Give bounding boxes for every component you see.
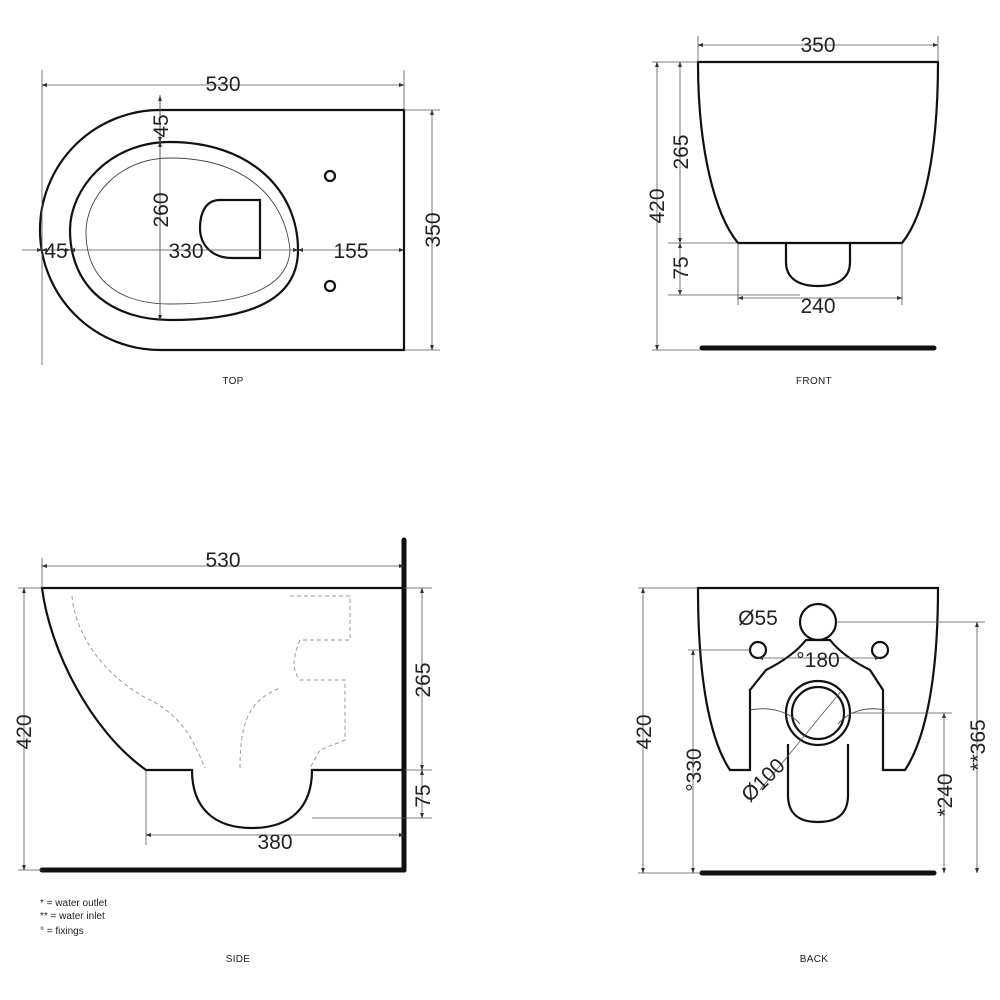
front-view-outlet [784,243,852,288]
top-view-bowl-inner [85,157,291,305]
top-view-drain [198,198,262,260]
side-view-hidden-bowl [71,595,206,769]
front-view-outline [696,60,940,245]
legend: * = water outlet ** = water inlet ° = fi… [40,898,107,937]
back-dim-inlet-height: **365 [967,719,990,770]
back-dim-outlet-height: *240 [934,773,957,816]
top-view-caption: TOP [222,376,243,387]
front-view-caption: FRONT [796,376,832,387]
top-view-fixing-hole [323,169,337,183]
back-dim-total-height: 420 [633,714,656,749]
back-view: Ø55 °180 Ø100 420 °330 *240 **365 BACK [633,586,990,965]
back-view-outlet-pipe [786,744,850,824]
back-dim-inlet-dia: Ø55 [738,607,778,630]
back-dim-fixing-spacing: °180 [796,649,839,672]
top-dim-bowl-width: 260 [150,192,173,227]
fixing-hole-right [870,640,890,660]
outlet-circle-outer [784,679,852,747]
fixing-hole-left [748,640,768,660]
back-view-outline [696,586,940,772]
side-view-hidden-trap [239,595,351,769]
legend-water-outlet: * = water outlet [40,898,107,909]
side-dim-outlet-height: 75 [412,784,435,807]
legend-fixings: ° = fixings [40,926,84,937]
front-dim-body-height: 265 [670,134,693,169]
front-dim-outlet-height: 75 [670,256,693,279]
outlet-circle-inner [790,685,846,741]
back-dim-outlet-dia: Ø100 [737,754,790,807]
top-dim-rear: 155 [333,240,368,263]
side-dim-body-height: 265 [412,662,435,697]
back-dim-fixing-height: °330 [683,748,706,791]
top-view-outline [38,108,406,352]
top-view-fixing-hole [323,279,337,293]
back-view-caption: BACK [800,954,828,965]
side-view-outline [40,586,406,830]
side-dim-base-length: 380 [257,831,292,854]
legend-water-inlet: ** = water inlet [40,911,105,922]
front-view: 350 420 265 75 240 FRONT [646,34,940,387]
top-dim-bowl-length: 330 [168,240,203,263]
inlet-circle [798,602,838,642]
top-view-bowl [68,140,300,322]
top-dim-rim-side: 45 [44,240,67,263]
side-view-caption: SIDE [226,954,251,965]
front-dim-base-width: 240 [800,295,835,318]
side-dim-length: 530 [205,549,240,572]
front-dim-width: 350 [800,34,835,57]
side-dim-total-height: 420 [13,714,36,749]
top-dim-rim-front: 45 [150,114,173,137]
front-dim-total-height: 420 [646,188,669,223]
top-dim-width: 350 [422,212,445,247]
top-dim-length: 530 [205,73,240,96]
top-view: 530 350 45 260 45 330 155 TOP [22,70,445,387]
side-view: 530 420 265 75 380 SIDE [13,537,435,965]
